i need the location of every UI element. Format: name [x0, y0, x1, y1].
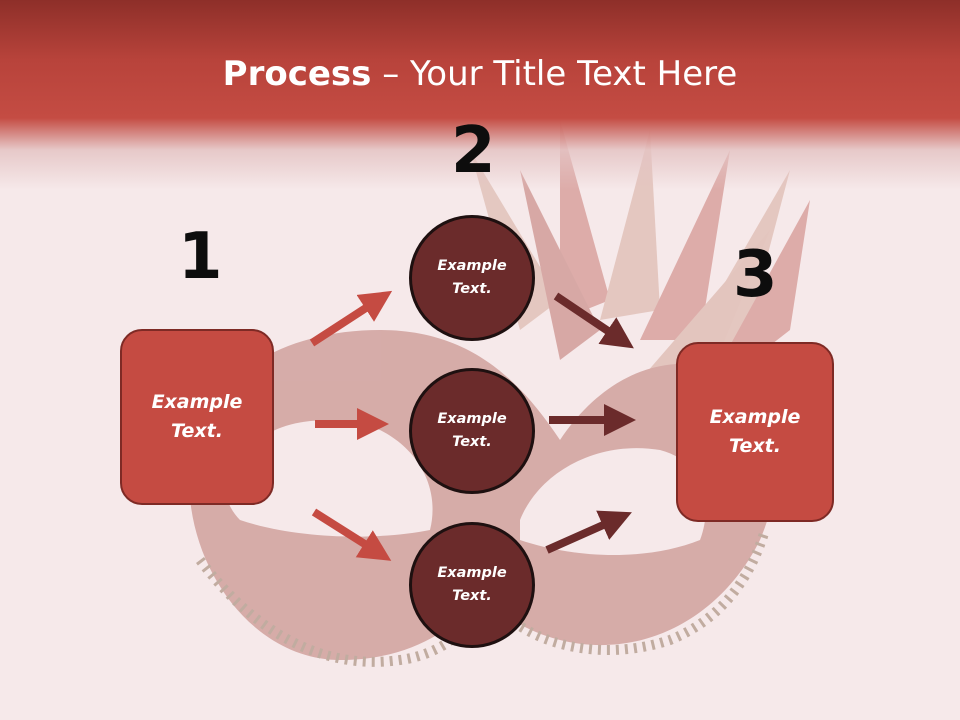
- arrow-box1-to-circle-top: [309, 290, 393, 347]
- step-number-3: 3: [733, 238, 778, 312]
- step-2-circle-middle: Example Text.: [409, 368, 535, 494]
- title-text: Your Title Text Here: [410, 54, 738, 94]
- step-1-box: Example Text.: [120, 329, 274, 505]
- circle-middle-text: Example Text.: [437, 411, 507, 450]
- slide-title: Process – Your Title Text Here: [0, 52, 960, 96]
- arrow-box1-to-circle-bottom: [311, 508, 392, 561]
- title-bold: Process: [222, 54, 372, 94]
- arrow-circle-top-to-box3: [553, 292, 634, 349]
- circle-top-text: Example Text.: [437, 258, 507, 297]
- title-separator: –: [371, 54, 411, 94]
- step-3-text: Example Text.: [709, 406, 801, 457]
- step-1-text: Example Text.: [151, 391, 243, 442]
- step-number-2: 2: [451, 114, 496, 188]
- step-3-box: Example Text.: [676, 342, 834, 522]
- title-banner: [0, 0, 960, 190]
- circle-bottom-text: Example Text.: [437, 565, 507, 604]
- step-2-circle-bottom: Example Text.: [409, 522, 535, 648]
- step-2-circle-top: Example Text.: [409, 215, 535, 341]
- step-number-1: 1: [178, 220, 223, 294]
- arrow-circle-bottom-to-box3: [545, 510, 632, 554]
